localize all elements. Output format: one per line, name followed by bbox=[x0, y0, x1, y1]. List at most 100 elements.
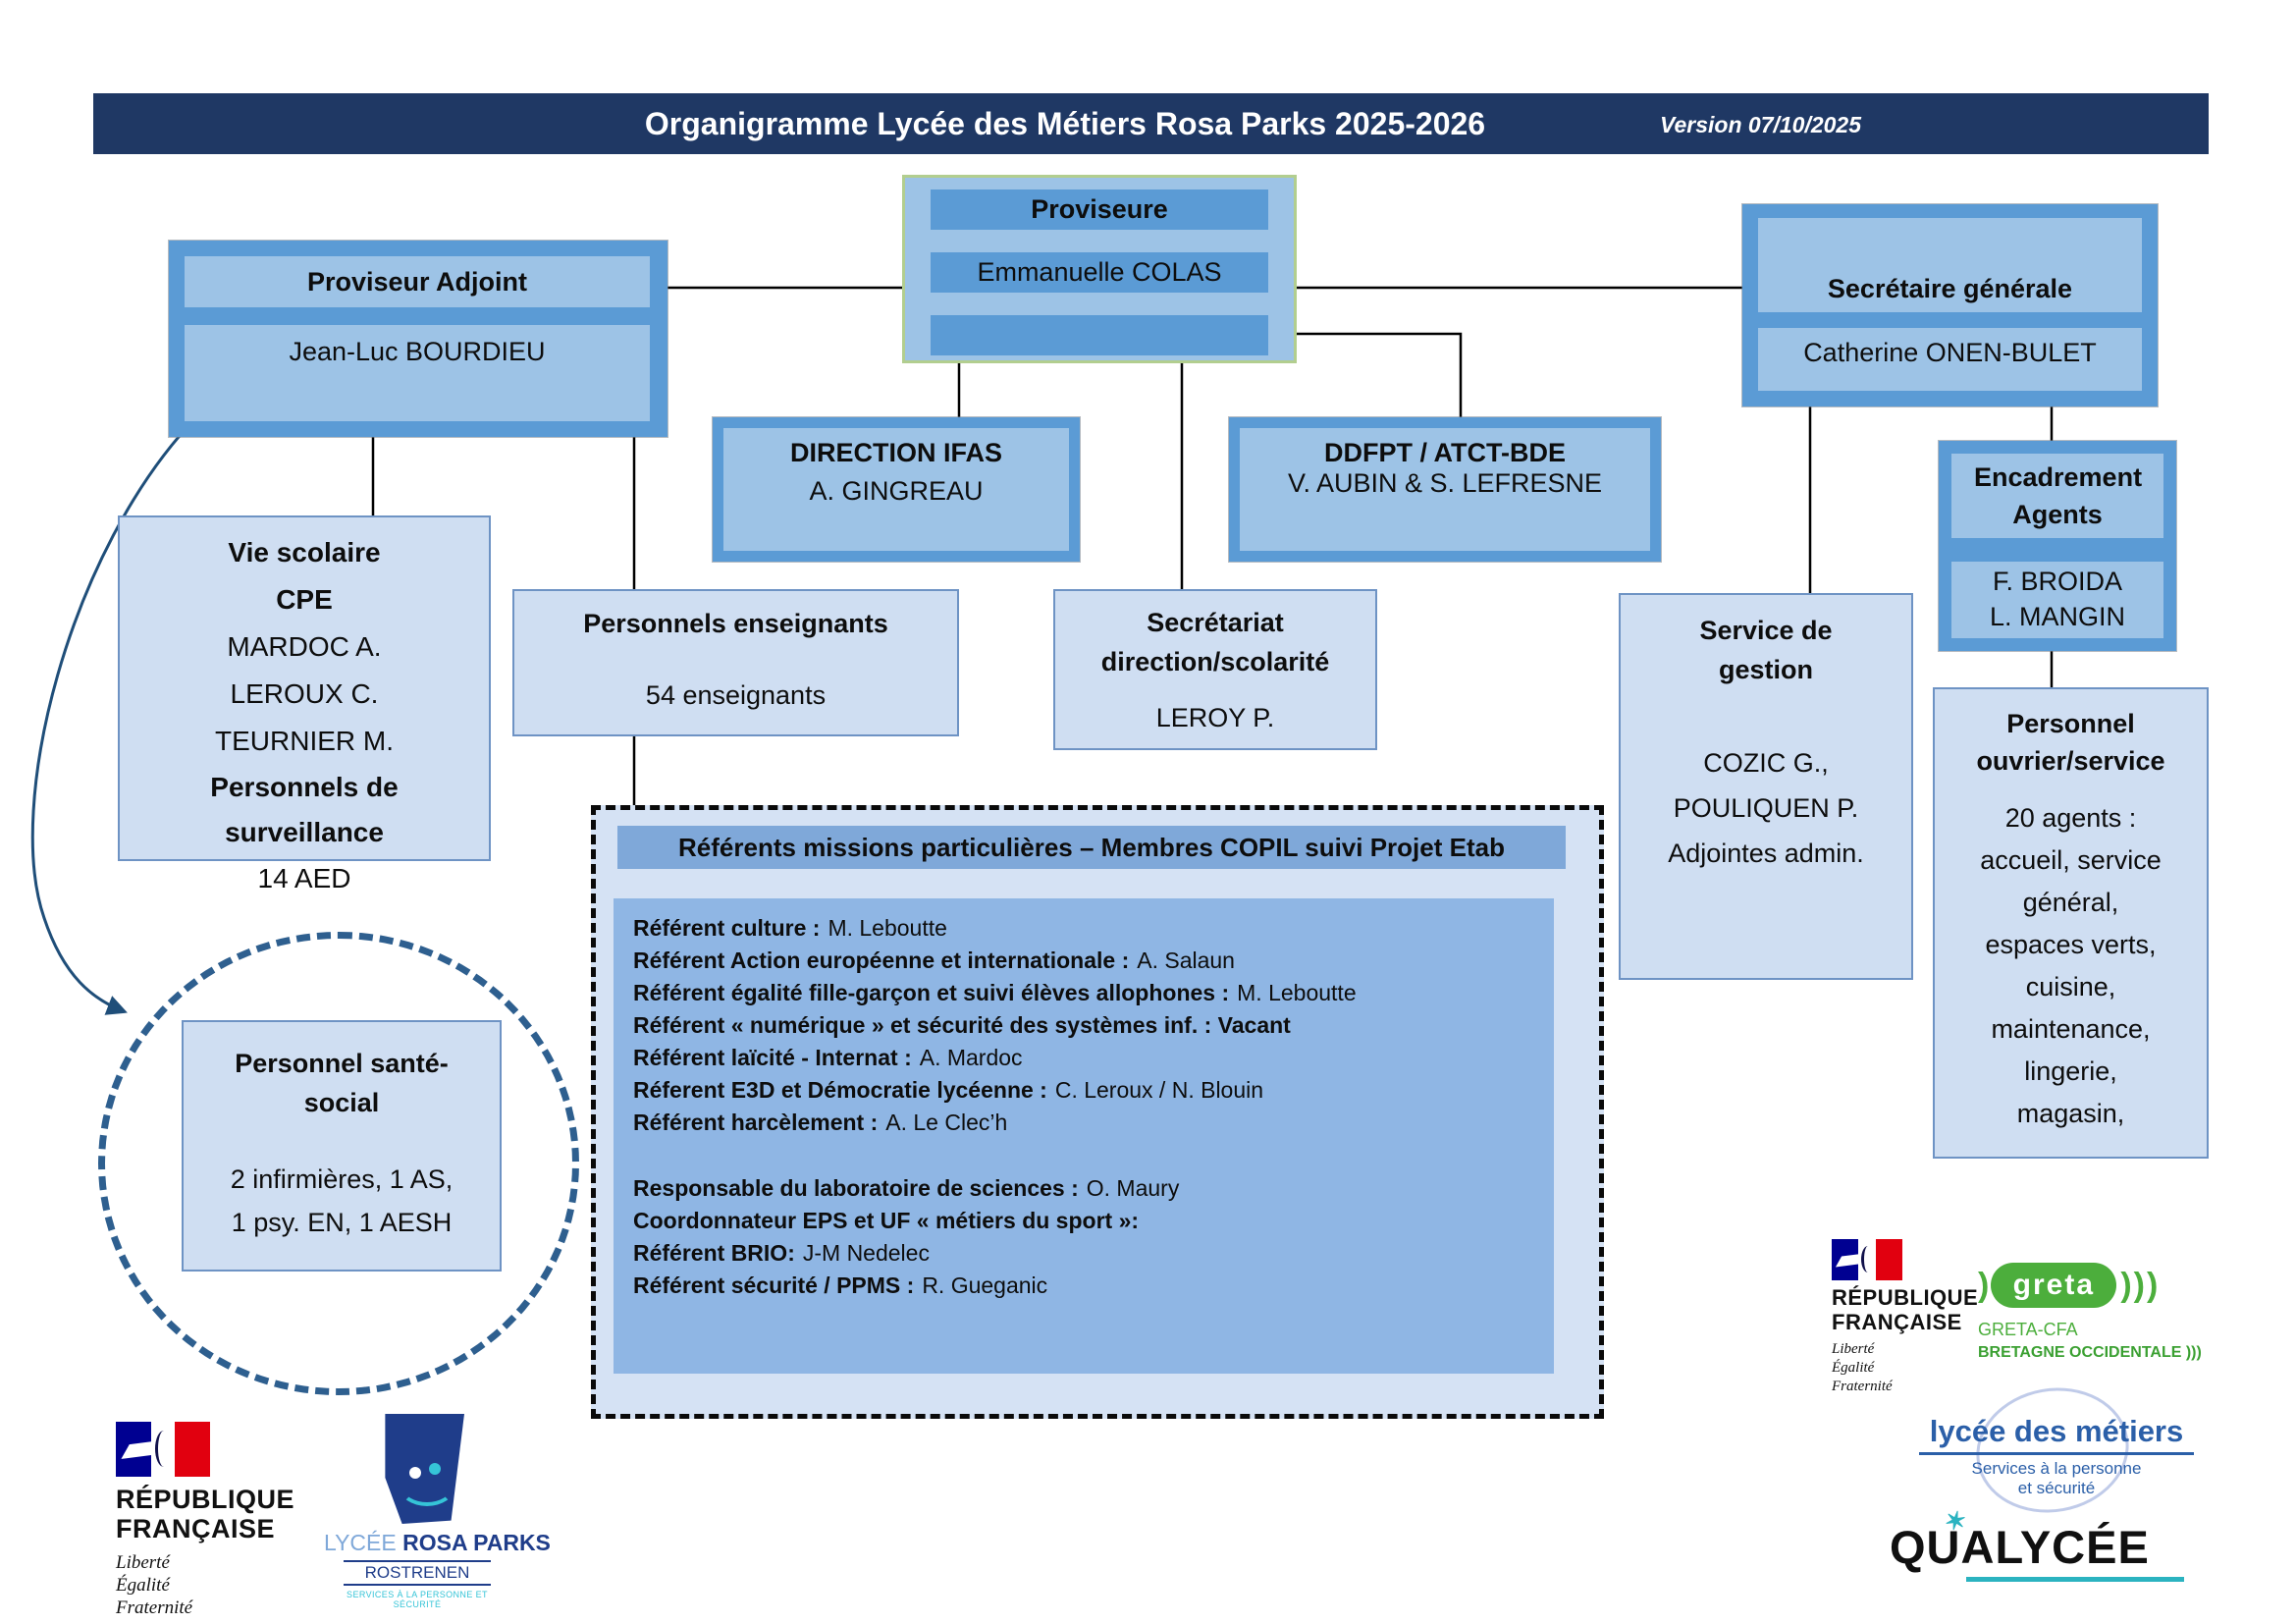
page-title: Organigramme Lycée des Métiers Rosa Park… bbox=[644, 106, 1486, 141]
node-encadrement-agents: Encadrement Agents F. BROIDA L. MANGIN bbox=[1938, 440, 2177, 652]
encadrement-agents-title-text: Encadrement Agents bbox=[1974, 462, 2143, 529]
referent-row: Référent « numérique » et sécurité des s… bbox=[633, 1009, 1554, 1042]
node-secretariat: Secrétariat direction/scolarité LEROY P. bbox=[1053, 589, 1377, 750]
node-secretaire-generale: Secrétaire générale Catherine ONEN-BULET bbox=[1741, 203, 2159, 407]
ddfpt-title: DDFPT / ATCT-BDE bbox=[1324, 438, 1566, 467]
vie-scolaire-cpe: CPE bbox=[276, 584, 333, 615]
node-proviseure: Proviseure Emmanuelle COLAS bbox=[902, 175, 1297, 363]
referent-label: Référent « numérique » et sécurité des s… bbox=[633, 1012, 1291, 1038]
referent-row: Référent laïcité - Internat : A. Mardoc bbox=[633, 1042, 1554, 1074]
republique-francaise-logo-right: RÉPUBLIQUE FRANÇAISE Liberté Égalité Fra… bbox=[1832, 1239, 1978, 1396]
referent-value: C. Leroux / N. Blouin bbox=[1054, 1077, 1264, 1103]
secretaire-generale-title: Secrétaire générale bbox=[1758, 218, 2142, 312]
sante-social-title: Personnel santé-social bbox=[235, 1049, 449, 1117]
proviseur-adjoint-title: Proviseur Adjoint bbox=[185, 256, 650, 307]
republique-line1: RÉPUBLIQUE bbox=[116, 1485, 295, 1514]
node-direction-ifas: DIRECTION IFAS A. GINGREAU bbox=[712, 416, 1081, 563]
referent-row: Référent Action européenne et internatio… bbox=[633, 945, 1554, 977]
referents-list: Référent culture : M. Leboutte Référent A… bbox=[614, 898, 1554, 1374]
referent-label: Référent culture : bbox=[633, 915, 821, 941]
vie-scolaire-aed: 14 AED bbox=[257, 863, 351, 893]
referent-value: M. Leboutte bbox=[828, 915, 947, 941]
referents-header: Référents missions particulières – Membr… bbox=[617, 826, 1566, 869]
referent-value: A. Le Clec’h bbox=[885, 1110, 1008, 1135]
vie-scolaire-name-2: LEROUX C. bbox=[230, 678, 379, 709]
vie-scolaire-title: Vie scolaire bbox=[228, 537, 381, 568]
greta-wordmark: greta bbox=[1991, 1263, 2117, 1308]
personnel-ouvrier-body: 20 agents : accueil, service général, es… bbox=[1980, 803, 2162, 1128]
rosa-parks-wordmark: LYCÉE ROSA PARKS bbox=[324, 1530, 551, 1556]
referent-row: Référent sécurité / PPMS : R. Gueganic bbox=[633, 1270, 1554, 1302]
rosa-parks-city: ROSTRENEN bbox=[344, 1560, 491, 1586]
ddfpt-name: V. AUBIN & S. LEFRESNE bbox=[1287, 468, 1603, 498]
node-ddfpt: DDFPT / ATCT-BDE V. AUBIN & S. LEFRESNE bbox=[1228, 416, 1662, 563]
referent-label: Référent égalité fille-garçon et suivi é… bbox=[633, 980, 1230, 1005]
secretariat-name: LEROY P. bbox=[1155, 703, 1275, 732]
secretariat-title: Secrétariat direction/scolarité bbox=[1100, 608, 1330, 677]
sante-social-circle bbox=[98, 932, 579, 1395]
referent-value: A. Mardoc bbox=[919, 1045, 1023, 1070]
greta-arc-left: ) bbox=[1978, 1266, 1990, 1304]
service-gestion-title: Service de gestion bbox=[1699, 616, 1833, 684]
lycee-des-metiers-logo: lycée des métiers Services à la personne… bbox=[1919, 1376, 2194, 1525]
lycee-des-metiers-tagline2: et sécurité bbox=[2017, 1479, 2096, 1497]
greta-logo: ) greta ))) GRETA-CFA BRETAGNE OCCIDENTA… bbox=[1978, 1263, 2202, 1362]
referent-row: Coordonnateur EPS et UF « métiers du spo… bbox=[633, 1205, 1554, 1237]
referent-label: Coordonnateur EPS et UF « métiers du spo… bbox=[633, 1208, 1140, 1233]
proviseure-title: Proviseure bbox=[931, 189, 1268, 230]
referent-label: Référent sécurité / PPMS : bbox=[633, 1272, 915, 1298]
vie-scolaire-surveillance: Personnels de surveillance bbox=[210, 772, 399, 847]
title-bar: Organigramme Lycée des Métiers Rosa Park… bbox=[93, 93, 2209, 154]
qualycee-underline bbox=[1966, 1577, 2184, 1582]
republique-line1: RÉPUBLIQUE bbox=[1832, 1285, 1979, 1310]
personnels-enseignants-count: 54 enseignants bbox=[645, 680, 827, 710]
referent-label: Référent harcèlement : bbox=[633, 1110, 879, 1135]
node-personnel-ouvrier: Personnel ouvrier/service 20 agents : ac… bbox=[1933, 687, 2209, 1159]
direction-ifas-title: DIRECTION IFAS bbox=[789, 438, 1002, 467]
referent-value: R. Gueganic bbox=[922, 1272, 1048, 1298]
republique-francaise-logo-left: RÉPUBLIQUE FRANÇAISE Liberté Égalité Fra… bbox=[116, 1422, 294, 1619]
republique-line2: FRANÇAISE bbox=[1832, 1309, 1962, 1334]
referent-label: Responsable du laboratoire de sciences : bbox=[633, 1175, 1079, 1201]
referent-label: Référent laïcité - Internat : bbox=[633, 1045, 912, 1070]
referent-value: J-M Nedelec bbox=[802, 1240, 930, 1266]
republique-motto: Liberté Égalité Fraternité bbox=[116, 1552, 193, 1619]
service-gestion-names: COZIC G., POULIQUEN P. Adjointes admin. bbox=[1668, 748, 1864, 868]
referent-row: Référent culture : M. Leboutte bbox=[633, 912, 1554, 945]
vie-scolaire-name-1: MARDOC A. bbox=[227, 631, 382, 662]
direction-ifas-panel: DIRECTION IFAS A. GINGREAU bbox=[723, 428, 1069, 551]
referent-row: Référent harcèlement :A. Le Clec’h bbox=[633, 1107, 1554, 1139]
referent-row: Responsable du laboratoire de sciences :… bbox=[633, 1172, 1554, 1205]
lycee-des-metiers-name: lycée des métiers bbox=[1919, 1414, 2194, 1455]
referent-value: O. Maury bbox=[1086, 1175, 1180, 1201]
node-service-gestion: Service de gestion COZIC G., POULIQUEN P… bbox=[1619, 593, 1913, 980]
republique-name: RÉPUBLIQUE FRANÇAISE bbox=[116, 1485, 294, 1543]
version-label: Version 07/10/2025 bbox=[1660, 112, 1862, 137]
qualycee-wordmark: ✶ QUALYCÉE bbox=[1890, 1504, 2184, 1582]
referent-value: M. Leboutte bbox=[1237, 980, 1357, 1005]
french-flag-icon bbox=[116, 1422, 210, 1477]
direction-ifas-name: A. GINGREAU bbox=[809, 476, 984, 506]
referent-row: Référent BRIO: J-M Nedelec bbox=[633, 1237, 1554, 1270]
secretaire-generale-name: Catherine ONEN-BULET bbox=[1758, 328, 2142, 391]
greta-cfa-label: GRETA-CFA bbox=[1978, 1320, 2078, 1339]
node-proviseur-adjoint: Proviseur Adjoint Jean-Luc BOURDIEU bbox=[168, 240, 668, 438]
referent-row: Référent égalité fille-garçon et suivi é… bbox=[633, 977, 1554, 1009]
node-sante-social: Personnel santé-social 2 infirmières, 1 … bbox=[182, 1020, 502, 1272]
referent-label: Référent BRIO: bbox=[633, 1240, 795, 1266]
republique-name: RÉPUBLIQUE FRANÇAISE bbox=[1832, 1285, 1979, 1334]
republique-line2: FRANÇAISE bbox=[116, 1514, 276, 1544]
personnels-enseignants-title: Personnels enseignants bbox=[583, 609, 888, 638]
personnel-ouvrier-title: Personnel ouvrier/service bbox=[1976, 709, 2165, 776]
greta-region-label: BRETAGNE OCCIDENTALE ))) bbox=[1978, 1344, 2202, 1361]
greta-arcs-right: ))) bbox=[2120, 1266, 2161, 1304]
proviseure-empty-bar bbox=[931, 315, 1268, 355]
sante-social-body: 2 infirmières, 1 AS, 1 psy. EN, 1 AESH bbox=[230, 1164, 454, 1237]
french-flag-icon bbox=[1832, 1239, 1902, 1280]
node-personnels-enseignants: Personnels enseignants 54 enseignants bbox=[512, 589, 959, 736]
referent-label: Réferent E3D et Démocratie lycéenne : bbox=[633, 1077, 1047, 1103]
qualycee-logo: ✶ QUALYCÉE bbox=[1890, 1504, 2184, 1582]
rosa-parks-tagline: SERVICES À LA PERSONNE ET SÉCURITÉ bbox=[347, 1590, 488, 1609]
rosa-parks-lycee: LYCÉE bbox=[324, 1530, 397, 1555]
encadrement-agents-names: F. BROIDA L. MANGIN bbox=[1951, 562, 2163, 638]
